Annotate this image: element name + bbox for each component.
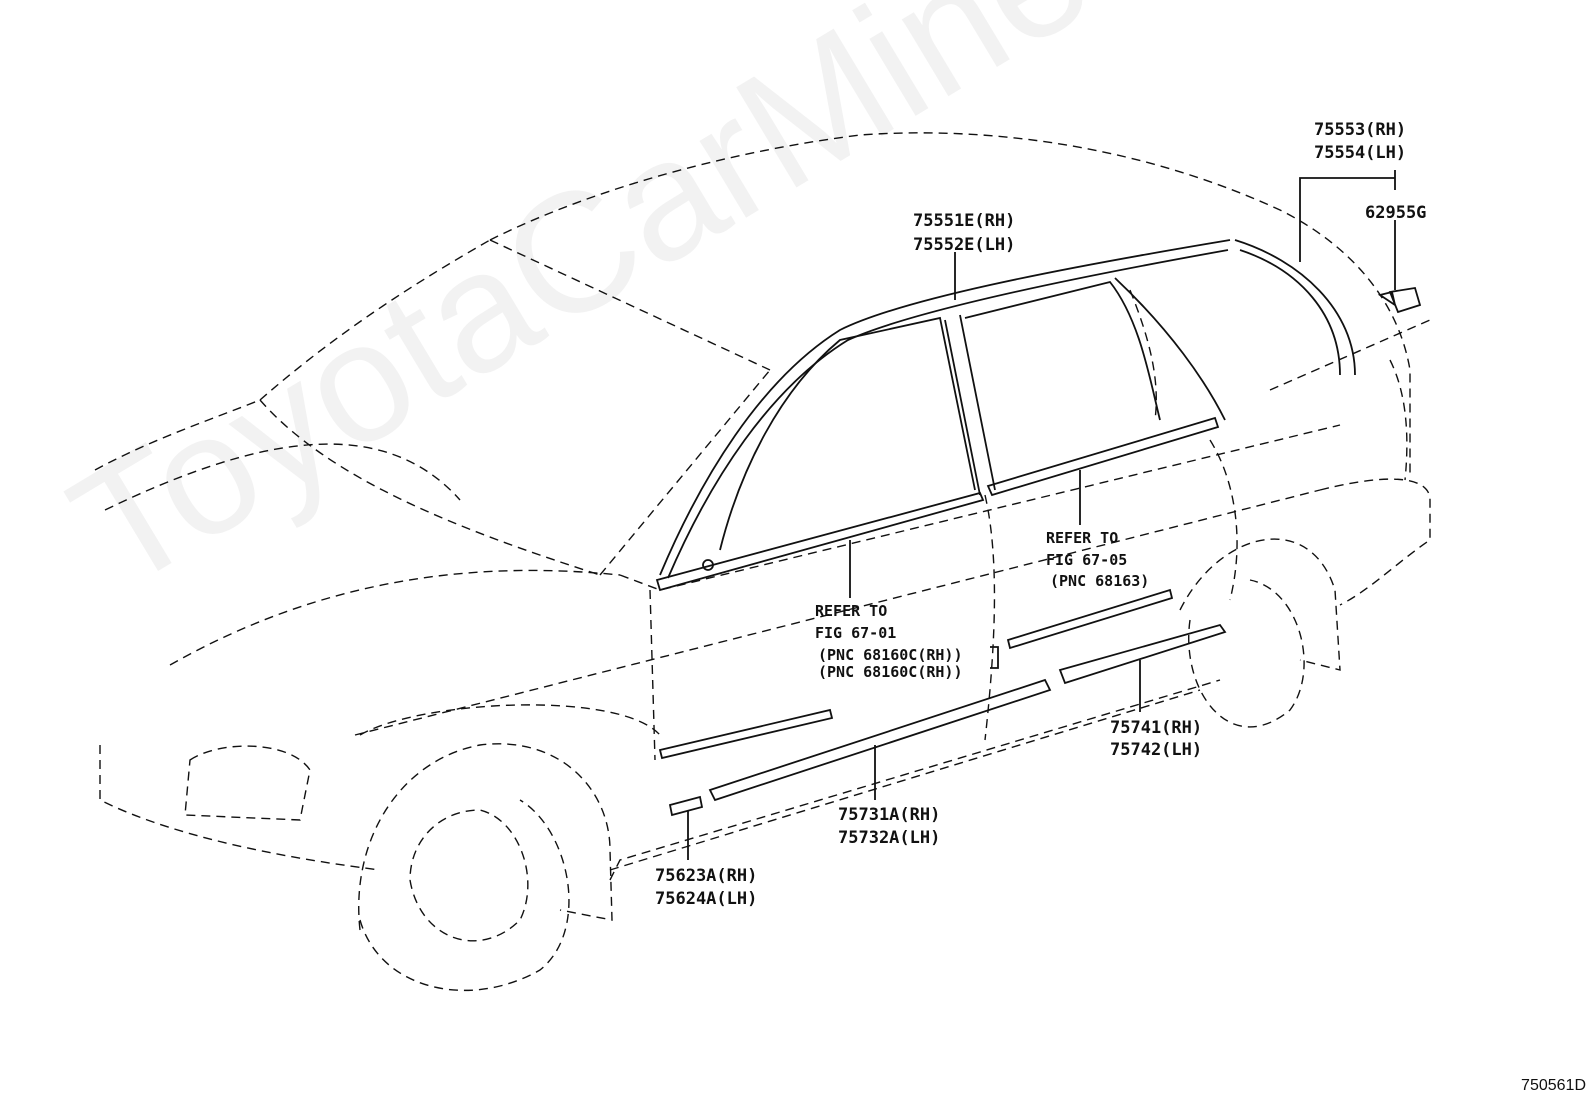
windshield-side (599, 369, 771, 576)
rear-wheel-arch (1179, 538, 1341, 671)
label-rear-door-pnc: (PNC 68163) (1050, 572, 1150, 590)
label-75623a: 75623A(RH) (655, 866, 758, 886)
leader-front-door-pnc (990, 646, 999, 669)
headlamp (184, 745, 311, 821)
front-door-lower-strip (658, 708, 834, 760)
front-wheel-outer (359, 799, 570, 991)
front-wheel-arch (358, 743, 613, 931)
fender-moulding (668, 795, 704, 817)
label-75731a: 75731A(RH) (838, 805, 941, 825)
center-pillar (944, 314, 996, 496)
clip-part (1377, 286, 1422, 314)
label-75624a: 75624A(LH) (655, 889, 758, 909)
hood-line (104, 443, 461, 511)
label-75742: 75742(LH) (1110, 740, 1203, 760)
label-75741: 75741(RH) (1110, 718, 1203, 738)
body-beltline (619, 424, 1341, 591)
front-bumper (99, 745, 381, 871)
body-mid-line (354, 489, 1321, 736)
front-fender (359, 704, 661, 736)
label-front-door-refer: REFER TO (815, 602, 888, 620)
hood-top (259, 239, 491, 401)
hood-front (94, 399, 261, 471)
front-door-frame (719, 316, 976, 551)
front-side-moulding (708, 678, 1052, 802)
label-75553: 75553(RH) (1314, 120, 1407, 140)
label-front-door-pnc-1: (PNC 68160C(RH)) (818, 646, 963, 664)
quarter-window-line (1269, 319, 1431, 391)
rear-bumper (1319, 478, 1431, 606)
door-gap (984, 494, 996, 741)
front-wheel-inner (409, 809, 529, 942)
label-62955g: 62955G (1365, 203, 1427, 223)
label-75551e: 75551E(RH) (913, 211, 1016, 231)
label-rear-door-fig: FIG 67-05 (1046, 551, 1128, 569)
door-front-edge (649, 589, 656, 761)
mirror-mount (702, 559, 714, 571)
roof-rear-moulding (1234, 239, 1356, 376)
label-front-door-pnc-2: (PNC 68160C(RH)) (818, 663, 963, 681)
sill (609, 689, 1201, 871)
roof-outline (489, 132, 1411, 475)
rear-wheel (1188, 579, 1305, 728)
label-front-door-fig: FIG 67-01 (815, 624, 897, 642)
label-75552e: 75552E(LH) (913, 235, 1016, 255)
leader-roof-rear (1299, 170, 1396, 262)
hood-side (169, 569, 621, 666)
rear-door-edge (1209, 439, 1238, 601)
label-rear-door-refer: REFER TO (1046, 529, 1119, 547)
label-75732a: 75732A(LH) (838, 828, 941, 848)
figure-id: 750561D (1521, 1077, 1586, 1094)
label-75554: 75554(LH) (1314, 143, 1407, 163)
roof-drip-moulding (659, 239, 1231, 579)
rear-side-moulding (1058, 623, 1227, 685)
windshield-top (489, 239, 771, 371)
tail-line (1389, 359, 1408, 481)
rear-door-belt (986, 416, 1220, 497)
rear-door-lower-strip (1006, 588, 1174, 650)
rear-door-frame (964, 280, 1161, 421)
front-door-belt (655, 491, 985, 592)
windshield-base (259, 399, 601, 576)
sill-lower (609, 679, 1221, 881)
rear-door-frame-2 (1114, 277, 1226, 421)
